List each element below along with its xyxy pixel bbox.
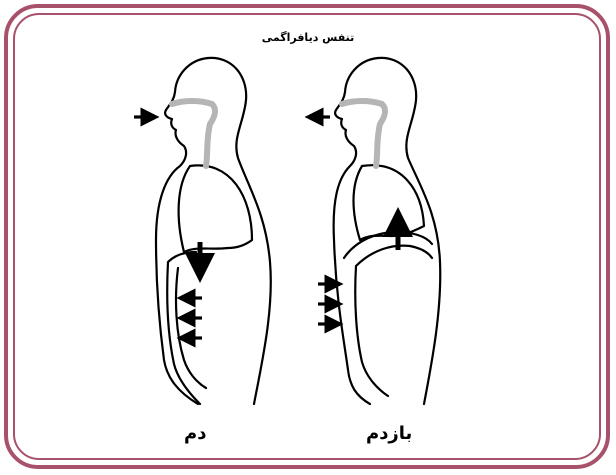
inhale-label: دم — [184, 423, 206, 444]
inhale-abdomen-inner — [176, 268, 206, 388]
inhale-lung — [179, 165, 252, 252]
exhale-airway — [342, 101, 385, 166]
exhale-abdomen-inner — [355, 246, 432, 396]
inhale-airway — [172, 101, 215, 166]
exhale-lung — [354, 165, 425, 240]
exhale-label: بازدم — [366, 423, 412, 444]
arrows — [134, 117, 398, 338]
exhale-body-front — [334, 58, 378, 404]
